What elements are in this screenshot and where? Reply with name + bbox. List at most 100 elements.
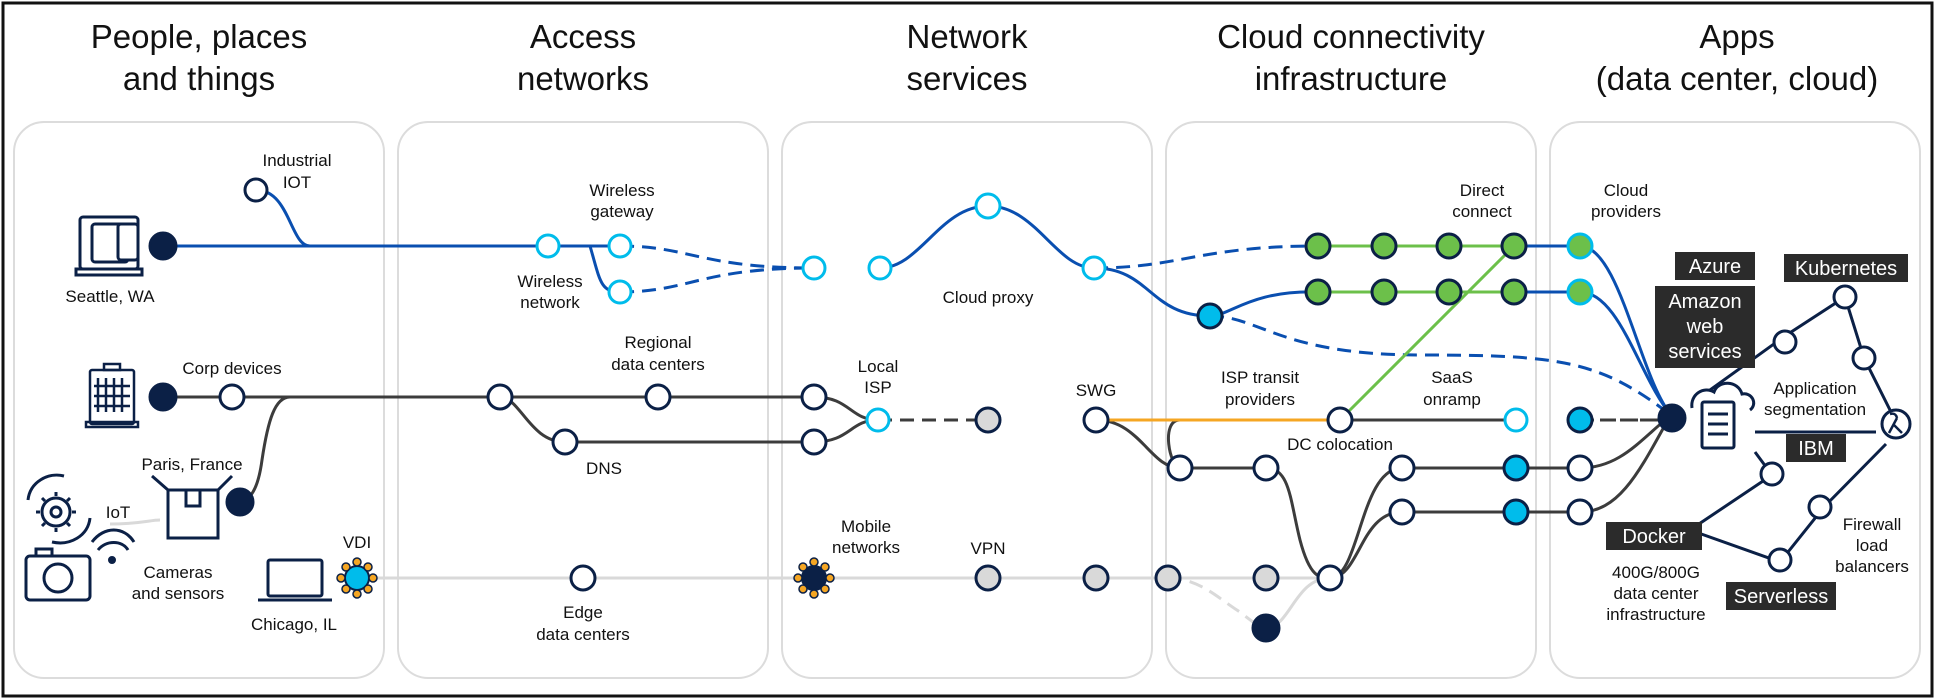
node-swg	[1082, 406, 1110, 434]
label-wireless-gateway-2: gateway	[590, 202, 654, 221]
label-saas-onramp-1: SaaS	[1431, 368, 1473, 387]
building-icon	[84, 362, 140, 429]
panel-cloud-connectivity	[1165, 121, 1537, 679]
labels-access: Wireless gateway Wireless network Region…	[517, 181, 704, 644]
node-svc-gray	[974, 406, 1002, 434]
node-direct-4	[1500, 232, 1528, 260]
node-colo-6	[1502, 498, 1530, 526]
node-wireless-2	[607, 233, 633, 259]
label-dc-infra-3: infrastructure	[1606, 605, 1705, 624]
label-local-isp-1: Local	[858, 357, 899, 376]
node-industrial-iot	[243, 177, 269, 203]
label-dns: DNS	[586, 459, 622, 478]
label-cameras-2: and sensors	[132, 584, 225, 603]
node-seattle	[148, 231, 178, 261]
tag-aws-3: services	[1668, 341, 1741, 363]
node-app-6	[1767, 547, 1793, 573]
node-direct-7	[1435, 278, 1463, 306]
node-saas-onramp	[1503, 407, 1529, 433]
node-vpn-4	[1252, 564, 1280, 592]
node-corp-1	[148, 382, 178, 412]
node-cloud-proxy-out	[1081, 255, 1107, 281]
node-cloud-provider-2	[1566, 278, 1594, 306]
label-seattle: Seattle, WA	[65, 287, 155, 306]
label-cloud-providers-2: providers	[1591, 202, 1661, 221]
column-title-cloud-2: infrastructure	[1255, 60, 1448, 97]
label-firewall-2: load	[1856, 536, 1888, 555]
labels-services: Cloud proxy Local ISP SWG Mobile network…	[832, 288, 1116, 558]
node-apps-colo-1	[1566, 454, 1594, 482]
nodes	[148, 177, 1877, 643]
panel-people	[13, 121, 385, 679]
column-title-people: People, places	[91, 18, 307, 55]
node-vpn-2	[1082, 564, 1110, 592]
tag-ibm-bg	[1786, 434, 1846, 462]
label-direct-connect-1: Direct	[1460, 181, 1505, 200]
panel-services	[781, 121, 1153, 679]
column-title-services-2: services	[906, 60, 1027, 97]
label-cloud-proxy: Cloud proxy	[943, 288, 1034, 307]
node-local-isp	[865, 407, 891, 433]
devices-icon	[74, 215, 144, 277]
node-app-3	[1851, 345, 1877, 371]
label-edge-dc-1: Edge	[563, 603, 603, 622]
node-colo-1	[1166, 454, 1194, 482]
column-title-access-2: networks	[517, 60, 649, 97]
node-cloud-entry	[1196, 302, 1224, 330]
tag-serverless: Serverless	[1734, 586, 1828, 608]
node-isp-transit	[1326, 406, 1354, 434]
tag-aws-2: web	[1686, 316, 1724, 338]
node-colo-4	[1502, 454, 1530, 482]
node-cloud-proxy-top	[974, 192, 1002, 220]
label-direct-connect-2: connect	[1452, 202, 1512, 221]
label-vdi: VDI	[343, 533, 371, 552]
label-wireless-gateway-1: Wireless	[589, 181, 654, 200]
column-panels	[13, 121, 1921, 679]
node-cloud-provider-1	[1566, 232, 1594, 260]
node-corp-2	[218, 383, 246, 411]
node-vpn	[974, 564, 1002, 592]
tag-aws-1: Amazon	[1668, 291, 1741, 313]
label-dc-infra-1: 400G/800G	[1612, 563, 1700, 582]
node-app-1	[1772, 329, 1798, 355]
column-title-services: Network	[906, 18, 1028, 55]
node-direct-8	[1500, 278, 1528, 306]
node-app-hub	[1657, 403, 1687, 433]
vdi-hub-icon	[336, 557, 378, 599]
label-isp-transit-2: providers	[1225, 390, 1295, 409]
label-isp-transit-1: ISP transit	[1221, 368, 1299, 387]
node-colo-5	[1388, 498, 1416, 526]
node-wireless-1	[535, 233, 561, 259]
label-cameras-1: Cameras	[144, 563, 213, 582]
node-local-isp-1	[800, 383, 828, 411]
node-colo-hub	[1316, 564, 1344, 592]
tag-aws-bg	[1655, 286, 1755, 368]
labels-apps: Cloud providers Application segmentation…	[1591, 181, 1909, 624]
tag-kubernetes: Kubernetes	[1795, 258, 1897, 280]
tag-docker-bg	[1606, 522, 1702, 550]
node-svc-1	[801, 255, 827, 281]
node-app-2	[1832, 284, 1858, 310]
node-regional-dc	[644, 383, 672, 411]
node-svc-2	[867, 255, 893, 281]
node-edge-dc	[569, 564, 597, 592]
column-title-access: Access	[530, 18, 636, 55]
label-chicago: Chicago, IL	[251, 615, 337, 634]
column-title-apps-2: (data center, cloud)	[1596, 60, 1879, 97]
label-swg: SWG	[1076, 381, 1117, 400]
label-local-isp-2: ISP	[864, 378, 891, 397]
node-colo-2	[1252, 454, 1280, 482]
box-icon	[151, 474, 234, 540]
app-tags: Azure Kubernetes Amazon web services IBM…	[1606, 252, 1908, 610]
tag-serverless-bg	[1726, 582, 1836, 610]
tag-docker: Docker	[1622, 526, 1686, 548]
node-app-5	[1807, 494, 1833, 520]
labels-cloud-connectivity: Direct connect ISP transit providers Saa…	[1221, 181, 1512, 454]
node-colo-dark	[1251, 613, 1281, 643]
node-direct-6	[1370, 278, 1398, 306]
column-title-apps: Apps	[1699, 18, 1774, 55]
node-direct-1	[1304, 232, 1332, 260]
label-paris: Paris, France	[141, 455, 242, 474]
